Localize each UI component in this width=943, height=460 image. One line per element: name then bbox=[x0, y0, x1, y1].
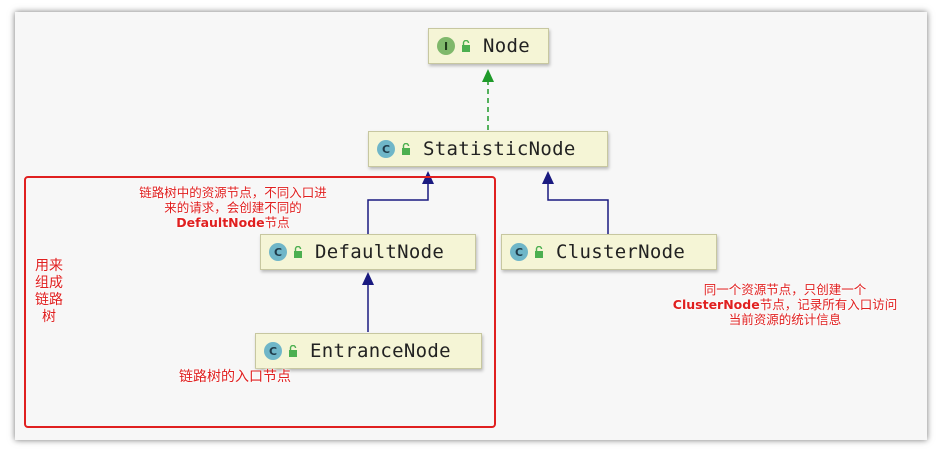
class-icon: C bbox=[510, 243, 528, 261]
default-node-label: DefaultNode bbox=[315, 241, 445, 263]
lock-icon bbox=[401, 143, 411, 155]
cluster-node-note: 同一个资源节点，只创建一个 ClusterNode节点，记录所有入口访问 当前资… bbox=[655, 282, 915, 327]
class-icon: C bbox=[377, 140, 395, 158]
default-note-line2: 来的请求，会创建不同的 bbox=[164, 200, 302, 215]
node-label: Node bbox=[483, 35, 530, 57]
side-label-line3: 链路 bbox=[35, 292, 63, 308]
class-icon: C bbox=[269, 243, 287, 261]
default-note-rest: 节点 bbox=[264, 215, 290, 230]
cluster-node-label: ClusterNode bbox=[556, 241, 686, 263]
cluster-note-line1: 同一个资源节点，只创建一个 bbox=[703, 282, 867, 297]
class-icon: C bbox=[264, 342, 282, 360]
entrance-node-class[interactable]: C EntranceNode bbox=[255, 333, 482, 369]
entrance-node-note: 链路树的入口节点 bbox=[179, 369, 291, 385]
node-interface[interactable]: I Node bbox=[428, 28, 549, 64]
side-label-line2: 组成 bbox=[35, 275, 63, 291]
side-label-line4: 树 bbox=[42, 309, 56, 325]
statistic-node-label: StatisticNode bbox=[423, 138, 576, 160]
lock-icon bbox=[293, 246, 303, 258]
chain-tree-side-label: 用来 组成 链路 树 bbox=[30, 258, 68, 326]
lock-icon bbox=[461, 40, 471, 52]
lock-icon bbox=[288, 345, 298, 357]
implements-arrowhead bbox=[482, 69, 494, 82]
cluster-note-rest: 节点，记录所有入口访问 bbox=[759, 297, 898, 312]
default-node-note: 链路树中的资源节点，不同入口进 来的请求，会创建不同的 DefaultNode节… bbox=[128, 185, 338, 230]
statistic-node-class[interactable]: C StatisticNode bbox=[368, 131, 608, 167]
cluster-note-line3: 当前资源的统计信息 bbox=[728, 312, 842, 327]
interface-icon: I bbox=[437, 37, 455, 55]
entrance-extends-arrowhead bbox=[362, 272, 374, 285]
cluster-extends-edge bbox=[547, 184, 609, 234]
side-label-line1: 用来 bbox=[35, 258, 63, 274]
default-note-line1: 链路树中的资源节点，不同入口进 bbox=[139, 185, 327, 200]
entrance-node-label: EntranceNode bbox=[310, 340, 451, 362]
cluster-node-class[interactable]: C ClusterNode bbox=[501, 234, 717, 270]
default-node-class[interactable]: C DefaultNode bbox=[260, 234, 476, 270]
cluster-extends-arrowhead bbox=[542, 171, 554, 184]
default-note-bold: DefaultNode bbox=[176, 215, 265, 230]
cluster-note-bold: ClusterNode bbox=[672, 297, 760, 312]
lock-icon bbox=[534, 246, 544, 258]
chain-tree-highlight-box bbox=[24, 176, 496, 428]
default-extends-edge bbox=[367, 184, 429, 234]
cluster-note-line2: ClusterNode节点，记录所有入口访问 bbox=[655, 297, 915, 312]
default-note-line3: DefaultNode节点 bbox=[128, 215, 338, 230]
